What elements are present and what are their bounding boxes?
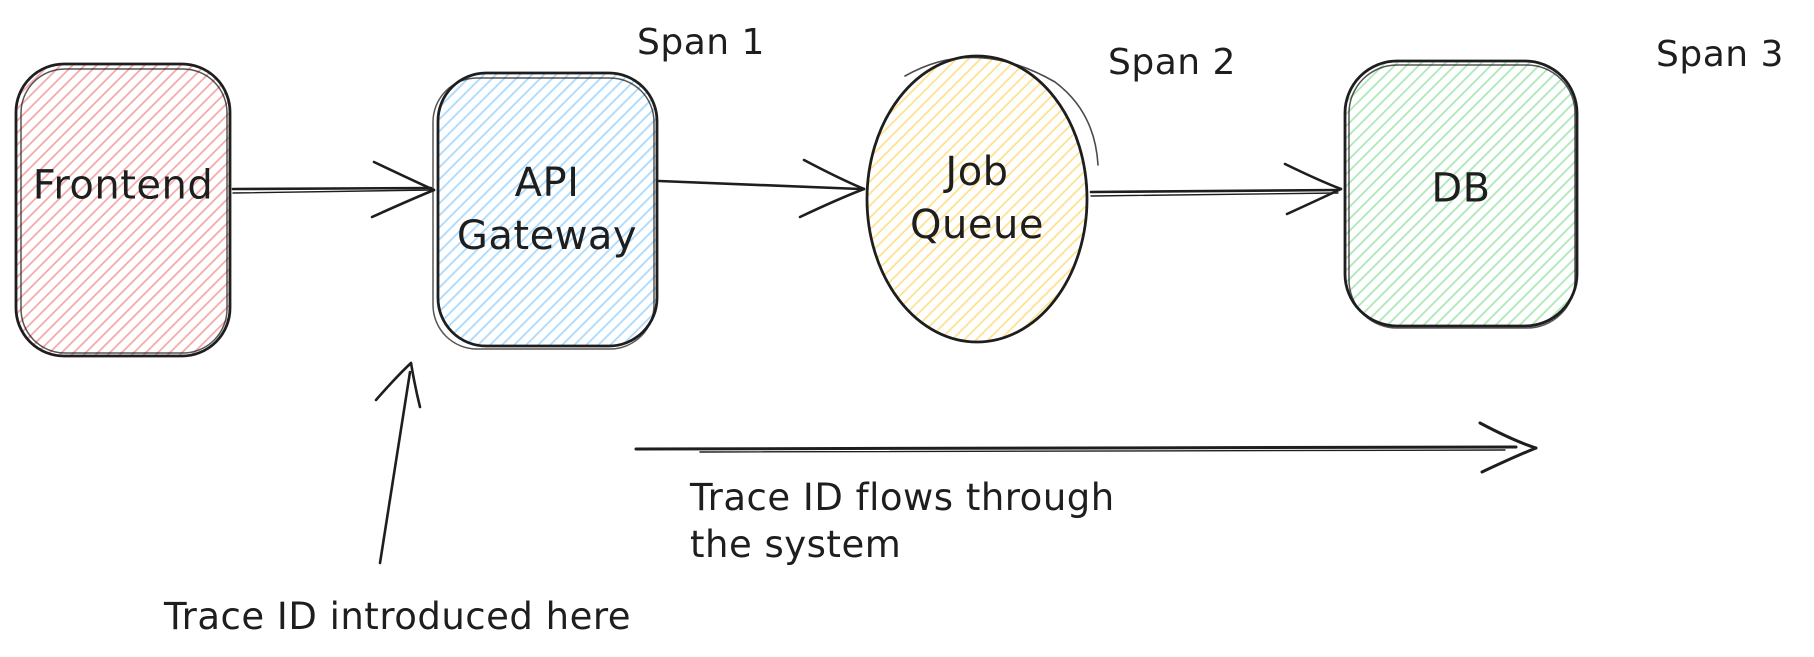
node-job-queue-label-line1: Job [945, 149, 1009, 195]
node-job-queue-label: Job Queue [910, 146, 1044, 252]
node-db-shape[interactable] [1343, 59, 1579, 329]
node-api-gateway-shape[interactable] [432, 71, 659, 350]
node-frontend-label: Frontend [32, 162, 214, 209]
span-2-label: Span 2 [1108, 42, 1236, 83]
arrow-job-queue-to-db[interactable] [1089, 162, 1343, 216]
arrow-frontend-to-api-gateway[interactable] [231, 160, 436, 219]
ink-layer [14, 54, 1579, 565]
arrow-api-gateway-to-job-queue[interactable] [657, 158, 866, 219]
trace-flow-arrow[interactable] [634, 421, 1538, 474]
node-job-queue-label-line2: Queue [910, 202, 1044, 248]
trace-flow-annotation-line2: the system [690, 523, 902, 566]
node-db-label: DB [1431, 165, 1491, 212]
trace-flow-annotation-line1: Trace ID flows through [690, 476, 1115, 519]
span-3-label: Span 3 [1656, 34, 1784, 75]
node-api-gateway-label: API Gateway [457, 157, 637, 263]
node-job-queue-shape[interactable] [865, 54, 1099, 344]
trace-id-introduced-annotation: Trace ID introduced here [164, 595, 632, 638]
node-api-gateway-label-line1: API [514, 160, 580, 206]
node-api-gateway-label-line2: Gateway [456, 213, 638, 259]
node-frontend-shape[interactable] [14, 62, 232, 358]
span-1-label: Span 1 [637, 22, 765, 63]
trace-flow-annotation: Trace ID flows through the system [690, 474, 1115, 568]
trace-id-annotation-arrow[interactable] [374, 361, 422, 565]
